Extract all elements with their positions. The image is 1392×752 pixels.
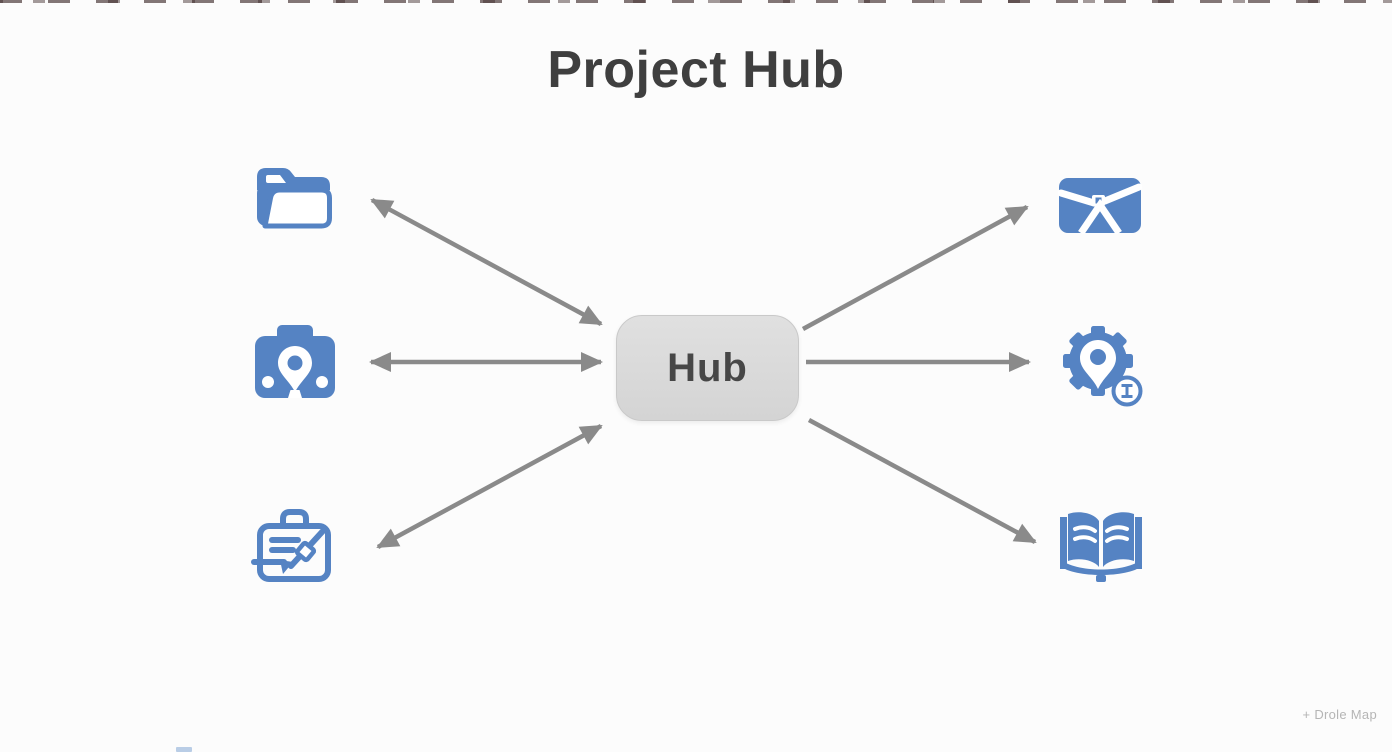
briefcase-edit-icon <box>251 509 331 582</box>
camera-location-icon <box>255 325 335 398</box>
folder-open-icon <box>257 168 332 229</box>
hub-label: Hub <box>667 345 748 390</box>
bottom-edge-artifact <box>176 747 192 752</box>
watermark-text: + Drole Map <box>1302 707 1377 722</box>
open-book-icon <box>1060 512 1142 582</box>
edge-briefcase-hub <box>376 424 603 549</box>
top-edge-artifact <box>0 0 1392 3</box>
hub-node: Hub <box>616 315 799 421</box>
edge-hub-envelope <box>801 205 1029 331</box>
node-envelope <box>1058 172 1142 234</box>
node-book <box>1055 505 1147 583</box>
edge-folder-hub <box>370 198 603 326</box>
node-folder <box>250 160 338 234</box>
node-gear-location <box>1056 316 1144 408</box>
node-camera-location <box>253 320 337 402</box>
envelope-icon <box>1058 178 1142 234</box>
edge-hub-book <box>807 418 1037 544</box>
page-title: Project Hub <box>547 41 845 99</box>
node-briefcase-edit <box>251 505 339 587</box>
gear-location-icon <box>1063 326 1143 407</box>
